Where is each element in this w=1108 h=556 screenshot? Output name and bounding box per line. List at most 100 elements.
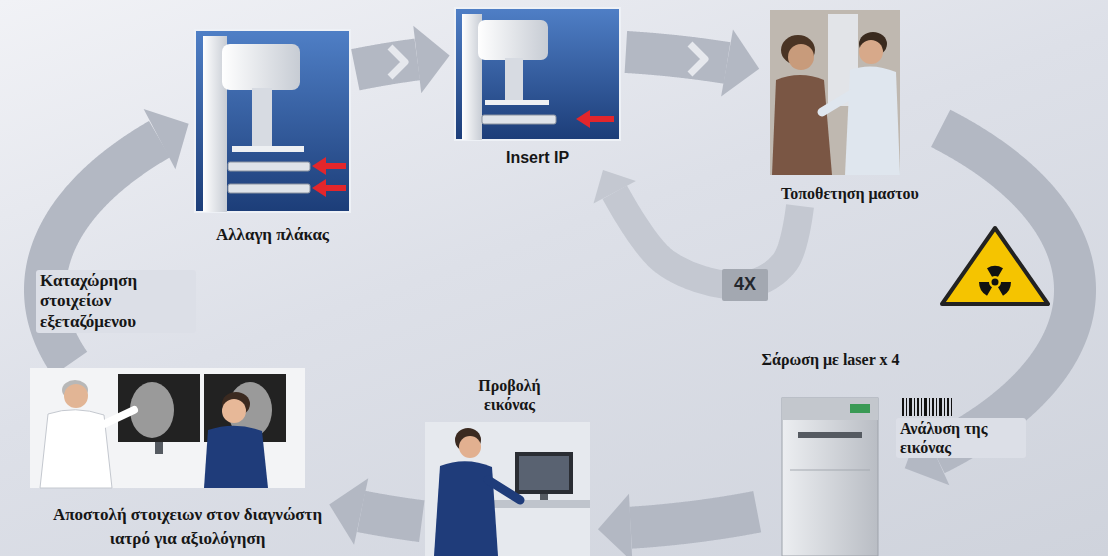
photo-frame [30, 368, 305, 488]
caption-block: Αλλαγη πλάκας [216, 225, 329, 245]
arrow-head [413, 26, 449, 94]
unit-arm [252, 88, 272, 150]
technician-body [845, 66, 900, 175]
step-caption: Insert IP [506, 148, 569, 167]
monitor-screen [519, 456, 569, 490]
image-plate [228, 184, 310, 193]
doctor-arm [100, 410, 134, 426]
caption-block: Αποστολή στοιχειων στον διαγνώστη ιατρό … [38, 503, 338, 551]
nurse-arm [488, 480, 520, 500]
patient-head [788, 44, 814, 70]
caption-block: Τοποθετηση μαστου [781, 184, 919, 203]
step-box: Σάρωση με laser x 4 [758, 348, 904, 554]
arrow-band [615, 192, 800, 285]
doctors-photo [30, 368, 305, 488]
cycle-arrow [598, 494, 757, 556]
arrow-band [935, 128, 1075, 454]
red-arrow [576, 110, 590, 128]
chevron [390, 47, 405, 77]
nurse-body [434, 461, 498, 556]
compression-paddle [232, 146, 304, 152]
desk [488, 500, 590, 508]
cycle-arrow [329, 478, 422, 544]
barcode [939, 398, 942, 416]
red-arrow [588, 116, 614, 122]
radiation-symbol [942, 228, 1048, 304]
reader-body [782, 398, 878, 556]
trefoil [987, 266, 1003, 277]
technician-head [859, 40, 883, 64]
step-caption: Αλλαγη πλάκας [216, 225, 329, 245]
arrow-band [626, 52, 727, 63]
arrow-head [144, 109, 189, 169]
reader-top [782, 398, 878, 420]
photo-frame [195, 30, 350, 212]
barcode [917, 398, 919, 416]
warning-triangle [942, 228, 1048, 304]
barcode [929, 398, 930, 416]
trefoil [998, 282, 1011, 296]
step-box: Αλλαγη πλάκας [190, 25, 355, 247]
barcode [902, 398, 952, 416]
image-plate [482, 115, 556, 124]
patient-body [772, 75, 832, 175]
barcode [902, 398, 904, 416]
reader-slot [798, 432, 862, 438]
technician-arm [822, 92, 855, 112]
caption-block: Insert IP [506, 148, 569, 167]
barcode [924, 398, 927, 416]
photo-frame [425, 422, 590, 556]
doctor-head [64, 384, 88, 408]
arrow-band [631, 512, 758, 528]
step-caption: Αποστολή στοιχειων στον διαγνώστη ιατρό … [38, 503, 338, 551]
tube-head [478, 20, 548, 60]
mammography-unit-insert [455, 8, 620, 140]
mammography-unit-plates [195, 30, 350, 212]
nurse-head [459, 436, 481, 458]
red-arrow [312, 157, 326, 175]
barcode [947, 398, 949, 416]
cr-reader [782, 398, 878, 556]
caption-block: Σάρωση με laser x 4 [762, 350, 900, 369]
step-caption: Τοποθετηση μαστου [781, 184, 919, 203]
red-arrow [312, 179, 326, 197]
cycle-arrow [626, 29, 759, 96]
step-box: Τοποθετηση μαστου [760, 6, 940, 206]
step-box: Insert IP [450, 4, 625, 170]
reader-seam [790, 470, 870, 471]
barcode [944, 398, 945, 416]
step-box: Προβολή εικόνας [422, 374, 597, 556]
step-caption: Προβολή εικόνας [460, 376, 560, 414]
caption-block: Προβολή εικόνας [460, 376, 560, 414]
chevron [690, 44, 705, 74]
arrow-band [361, 511, 422, 521]
repeat-arrow [593, 170, 800, 285]
monitor [515, 452, 573, 494]
image-plate [228, 162, 310, 171]
step-caption: Σάρωση με laser x 4 [762, 350, 900, 369]
arrow-head [598, 494, 632, 556]
arrow-head [329, 478, 368, 544]
barcode [921, 398, 922, 416]
arrow-head [593, 170, 635, 203]
trefoil [992, 279, 999, 286]
photo-frame [770, 10, 900, 175]
monitor-stand [540, 494, 548, 500]
arrow-head [721, 29, 759, 96]
cycle-arrow [355, 26, 449, 94]
barcode [936, 398, 937, 416]
step-label: Καταχώρηση στοιχείων εξεταζόμενου [36, 270, 196, 333]
nurse-head [222, 399, 246, 423]
barcode [951, 398, 952, 416]
label-holder: Καταχώρηση στοιχείων εξεταζόμενου [36, 270, 196, 333]
workstation-photo [425, 422, 590, 556]
compression-paddle [485, 100, 549, 105]
unit-arm [505, 58, 523, 103]
monitor-stand [155, 442, 163, 454]
photo-frame [455, 8, 620, 140]
step-box: Αποστολή στοιχειων στον διαγνώστη ιατρό … [25, 364, 350, 554]
repeat-count: 4X [722, 269, 768, 301]
step-label: Ανάλυση της εικόνας [896, 418, 1026, 458]
